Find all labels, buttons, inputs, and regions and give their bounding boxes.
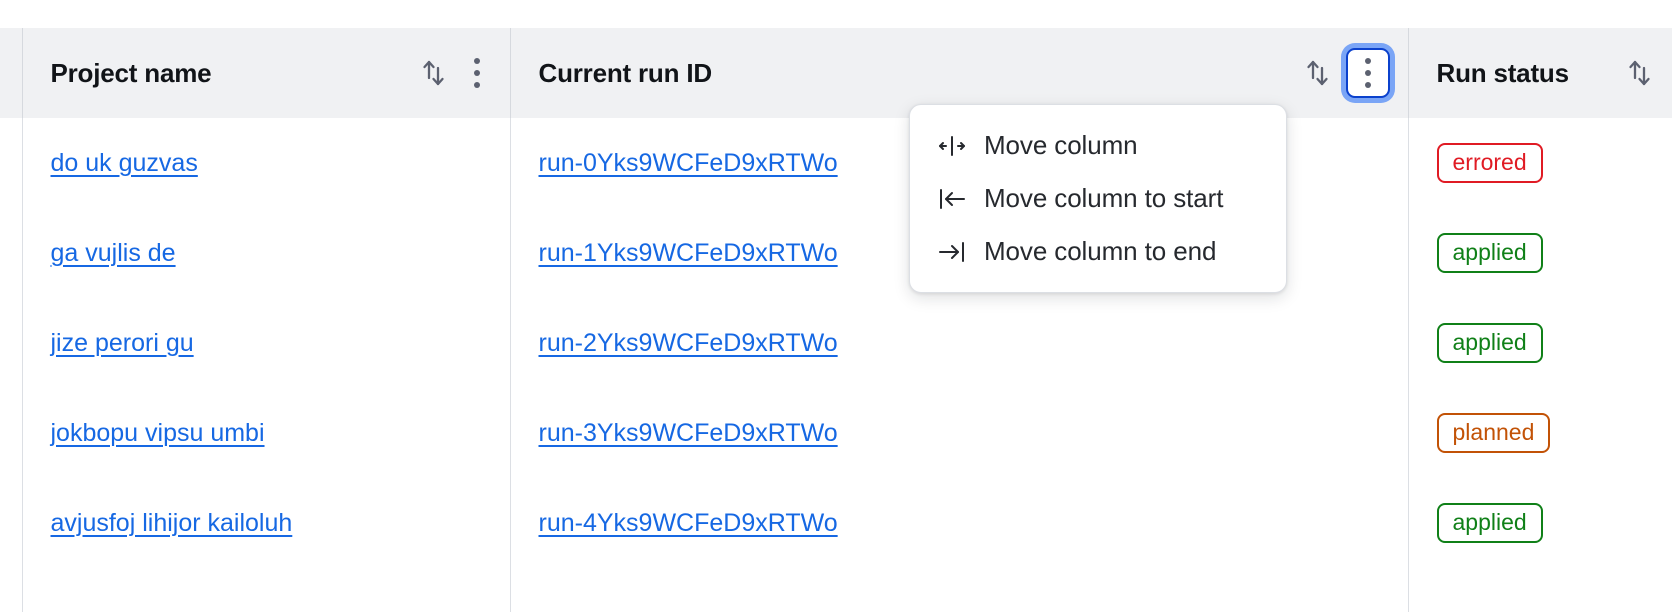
cell-project-name: jize perori gu [22, 298, 511, 388]
menu-item-move-column[interactable]: Move column [910, 119, 1286, 172]
menu-item-label: Move column [984, 130, 1138, 160]
menu-item-label: Move column to start [984, 183, 1224, 213]
run-id-link[interactable]: run-1Yks9WCFeD9xRTWo [538, 238, 838, 267]
column-header-project-name[interactable]: Project name [22, 28, 511, 118]
status-badge: errored [1436, 143, 1543, 183]
column-header-label-project-name: Project name [50, 57, 212, 88]
cell-project-name: do uk guzvas [22, 118, 511, 208]
column-header-actions-current-run-id [1302, 48, 1390, 98]
cell-project-name [22, 568, 511, 612]
status-badge: applied [1436, 233, 1543, 273]
move-column-icon [938, 132, 966, 160]
kebab-dot [473, 70, 480, 76]
run-id-link[interactable]: run-4Yks9WCFeD9xRTWo [538, 508, 838, 537]
sort-updown-icon[interactable] [418, 56, 448, 90]
row-gutter [0, 208, 23, 298]
table-row-partial [0, 568, 1672, 612]
cell-run-status: applied [1408, 298, 1672, 388]
table-row: ga vujlis de run-1Yks9WCFeD9xRTWo applie… [0, 208, 1672, 298]
column-header-label-run-status: Run status [1436, 57, 1570, 88]
sort-updown-icon[interactable] [1624, 56, 1654, 90]
projects-table: Project name [0, 28, 1672, 612]
table-row: do uk guzvas run-0Yks9WCFeD9xRTWo errore… [0, 118, 1672, 208]
row-gutter [0, 388, 23, 478]
cell-run-status: applied [1408, 208, 1672, 298]
row-gutter [0, 568, 23, 612]
project-name-link[interactable]: avjusfoj lihijor kailoluh [50, 508, 293, 537]
cell-project-name: ga vujlis de [22, 208, 511, 298]
project-name-link[interactable]: jize perori gu [50, 328, 194, 357]
column-menu-button-project-name[interactable] [462, 54, 492, 92]
table-row: jize perori gu run-2Yks9WCFeD9xRTWo appl… [0, 298, 1672, 388]
cell-run-status [1408, 568, 1672, 612]
run-id-link[interactable]: run-0Yks9WCFeD9xRTWo [538, 148, 838, 177]
project-name-link[interactable]: do uk guzvas [50, 148, 198, 177]
column-header-actions-project-name [418, 54, 492, 92]
table-header-row: Project name [0, 28, 1672, 118]
row-gutter [0, 118, 23, 208]
cell-current-run-id: run-2Yks9WCFeD9xRTWo [510, 298, 1409, 388]
menu-item-label: Move column to end [984, 236, 1217, 266]
cell-current-run-id: run-3Yks9WCFeD9xRTWo [510, 388, 1409, 478]
menu-item-move-column-to-end[interactable]: Move column to end [910, 225, 1286, 278]
cell-run-status: errored [1408, 118, 1672, 208]
cell-current-run-id: run-4Yks9WCFeD9xRTWo [510, 478, 1409, 568]
menu-item-move-column-to-start[interactable]: Move column to start [910, 172, 1286, 225]
row-gutter [0, 478, 23, 568]
column-header-run-status[interactable]: Run status [1408, 28, 1672, 118]
move-to-end-icon [938, 238, 966, 266]
kebab-dot [1364, 70, 1371, 76]
cell-project-name: jokbopu vipsu umbi [22, 388, 511, 478]
table-row: avjusfoj lihijor kailoluh run-4Yks9WCFeD… [0, 478, 1672, 568]
project-name-link[interactable]: ga vujlis de [50, 238, 176, 267]
run-id-link[interactable]: run-3Yks9WCFeD9xRTWo [538, 418, 838, 447]
status-badge: applied [1436, 503, 1543, 543]
kebab-dot [473, 82, 480, 88]
column-menu-button-current-run-id[interactable] [1345, 48, 1390, 98]
row-gutter [0, 298, 23, 388]
sort-updown-icon[interactable] [1302, 56, 1332, 90]
table-body: do uk guzvas run-0Yks9WCFeD9xRTWo errore… [0, 118, 1672, 612]
cell-current-run-id [510, 568, 1409, 612]
row-gutter-header [0, 28, 23, 118]
column-header-actions-run-status [1624, 56, 1654, 90]
column-header-current-run-id[interactable]: Current run ID [510, 28, 1409, 118]
kebab-dot [1364, 82, 1371, 88]
column-header-label-current-run-id: Current run ID [538, 57, 713, 88]
status-badge: planned [1436, 413, 1551, 453]
table-header: Project name [0, 28, 1672, 118]
column-context-menu: Move column Move column to start [909, 104, 1287, 293]
cell-run-status: planned [1408, 388, 1672, 478]
project-name-link[interactable]: jokbopu vipsu umbi [50, 418, 265, 447]
status-badge: applied [1436, 323, 1543, 363]
kebab-dot [1364, 58, 1371, 64]
table-row: jokbopu vipsu umbi run-3Yks9WCFeD9xRTWo … [0, 388, 1672, 478]
move-to-start-icon [938, 185, 966, 213]
cell-project-name: avjusfoj lihijor kailoluh [22, 478, 511, 568]
kebab-dot [473, 58, 480, 64]
cell-run-status: applied [1408, 478, 1672, 568]
run-id-link[interactable]: run-2Yks9WCFeD9xRTWo [538, 328, 838, 357]
